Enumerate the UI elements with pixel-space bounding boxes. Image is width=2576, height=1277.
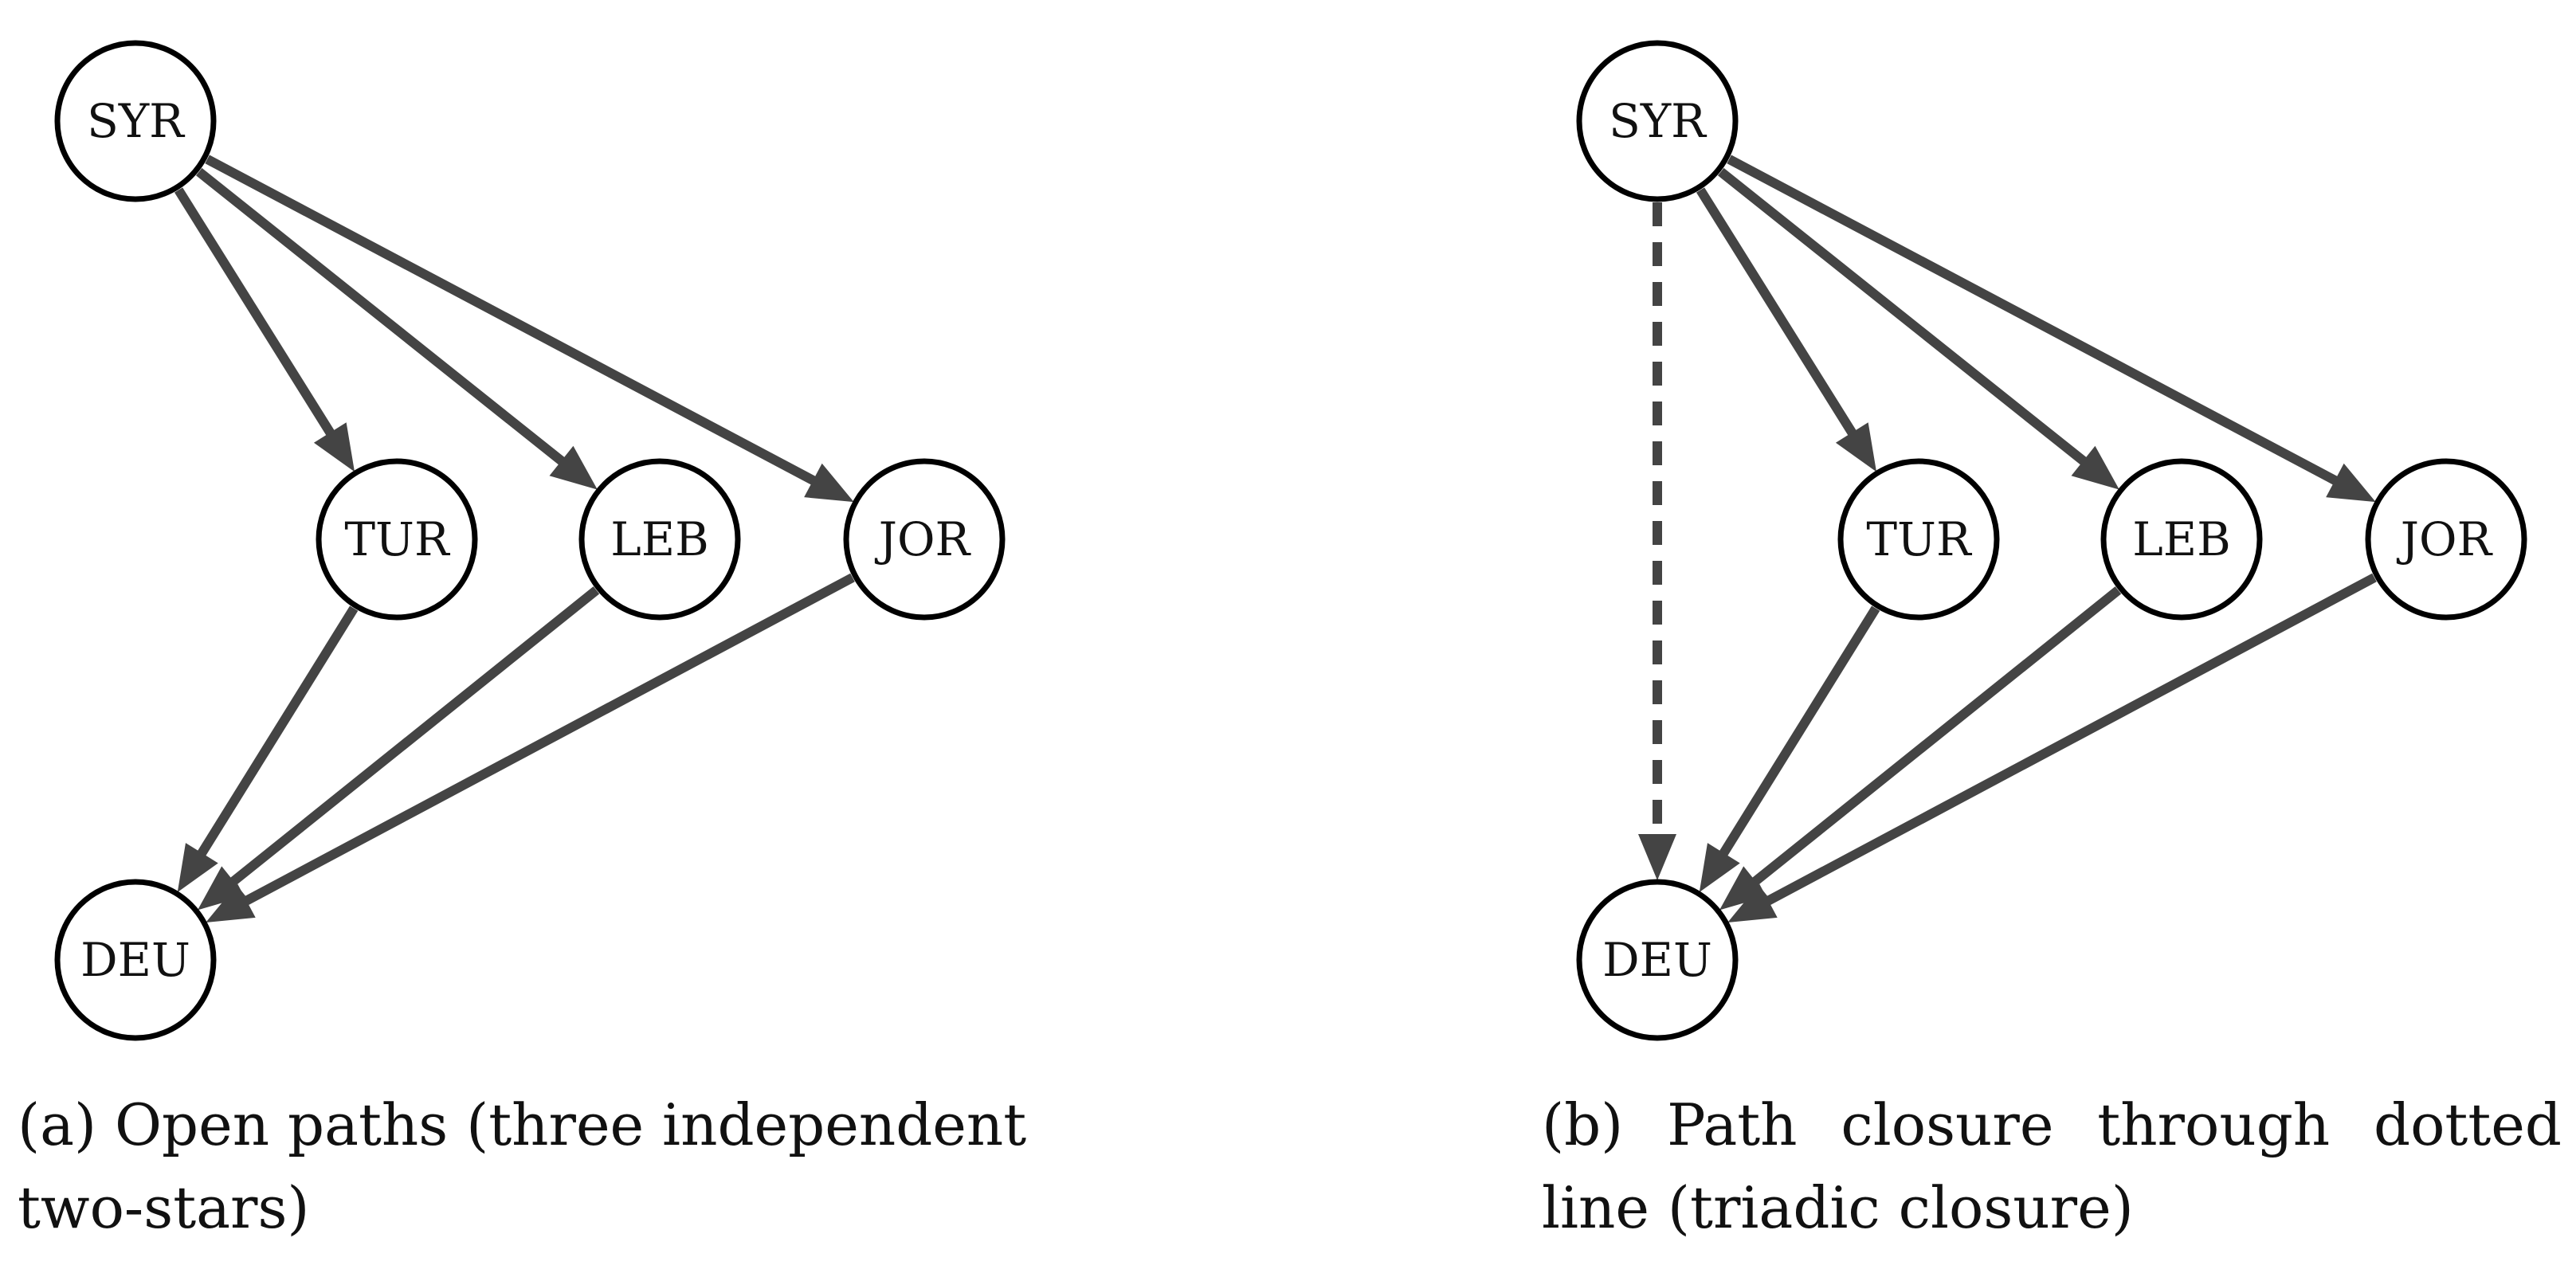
node-jor: JOR [843,458,1006,621]
edge-syr-tur-line [174,187,337,440]
node-tur-label: TUR [1866,512,1973,566]
edge-jor-deu-line [240,573,855,907]
edge-syr-leb [1717,167,2119,490]
node-leb-label: LEB [610,512,708,566]
edge-syr-leb-line [1717,167,2090,468]
edge-jor-deu [206,573,855,922]
node-jor-label: JOR [2397,512,2494,566]
edge-syr-deu-dashed [1638,202,1676,880]
node-jor-circle [2365,458,2527,621]
edge-syr-tur [174,187,355,472]
edge-syr-tur-arrowhead [1835,422,1877,472]
node-syr-label: SYR [87,94,186,148]
edge-syr-jor-arrowhead [2326,463,2376,503]
edge-syr-tur [1696,187,1877,472]
node-leb-circle [578,458,741,621]
edge-jor-deu [1727,573,2377,922]
node-syr-label: SYR [1609,94,1708,148]
node-tur-label: TUR [344,512,451,566]
node-deu-label: DEU [1602,933,1712,987]
edge-jor-deu-arrowhead [1727,883,1778,922]
node-tur: TUR [1837,458,2000,621]
edge-leb-deu-line [1748,586,2122,888]
edge-tur-deu-line [195,605,359,860]
edge-syr-leb-line [195,167,568,468]
edge-syr-leb-arrowhead [549,445,598,490]
edge-tur-deu-line [1717,605,1880,860]
edge-syr-jor-line [205,155,820,488]
edge-syr-tur-arrowhead [313,422,355,472]
edge-syr-jor [1727,155,2376,503]
edge-syr-leb-arrowhead [2071,445,2119,490]
edge-jor-deu-arrowhead [206,883,256,922]
node-tur-circle [1837,458,2000,621]
edge-syr-jor-arrowhead [804,463,854,503]
edge-tur-deu [1699,605,1880,893]
edge-tur-deu-arrowhead [1699,843,1740,893]
node-jor-circle [843,458,1006,621]
node-jor: JOR [2365,458,2527,621]
node-deu: DEU [54,879,217,1041]
edge-syr-jor-line [1727,155,2342,488]
edge-leb-deu-line [226,586,600,888]
node-deu: DEU [1576,879,1739,1041]
node-jor-label: JOR [875,512,972,566]
panel-b-caption: (b) Path closure through dotted line (tr… [1542,1091,2562,1241]
panel-a-caption: (a) Open paths (three independent two-st… [18,1091,1027,1241]
edge-syr-deu-arrowhead [1638,834,1676,880]
node-syr: SYR [54,40,217,202]
panel-b-diagram: SYR TUR LEB JOR DEU [1576,40,2527,1041]
node-deu-label: DEU [80,933,190,987]
node-deu-circle [1576,879,1739,1041]
node-syr: SYR [1576,40,1739,202]
edge-syr-tur-line [1696,187,1859,440]
edge-tur-deu [177,605,359,893]
node-syr-circle [54,40,217,202]
node-syr-circle [1576,40,1739,202]
node-leb-label: LEB [2132,512,2230,566]
edge-syr-jor [205,155,854,503]
edge-jor-deu-line [1762,573,2377,907]
node-leb: LEB [2100,458,2263,621]
node-leb-circle [2100,458,2263,621]
node-tur: TUR [316,458,478,621]
panel-a-diagram: SYR TUR LEB JOR DEU [54,40,1006,1041]
node-tur-circle [316,458,478,621]
edge-syr-leb [195,167,598,490]
edge-tur-deu-arrowhead [177,843,218,893]
node-leb: LEB [578,458,741,621]
node-deu-circle [54,879,217,1041]
